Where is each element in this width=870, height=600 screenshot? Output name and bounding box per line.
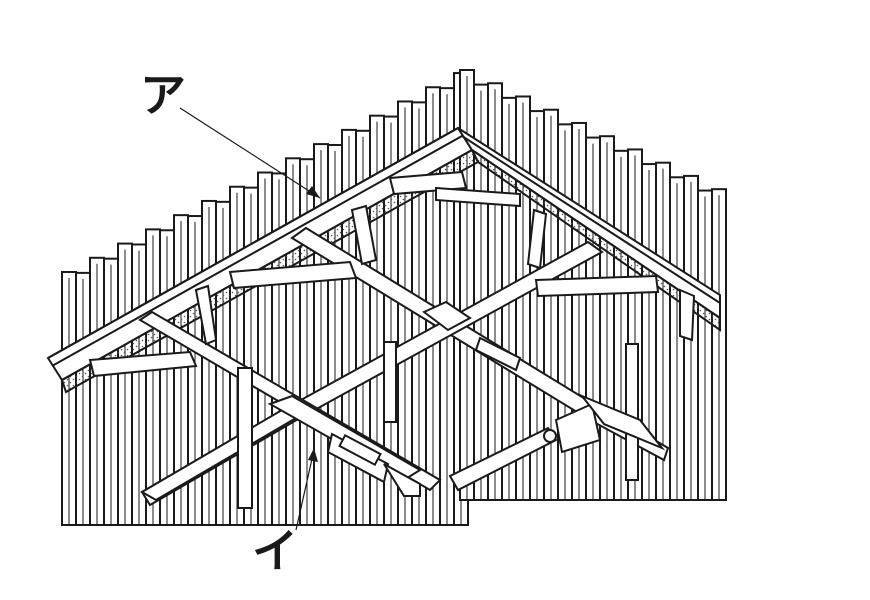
posts (237, 341, 639, 509)
corner-braces (88, 170, 696, 378)
leader-arrow-i (308, 448, 318, 462)
leader-arrow-a (306, 186, 320, 198)
strut-right-lower (448, 393, 666, 492)
leader-line-a (179, 107, 321, 199)
strut-joint-center (422, 300, 522, 372)
label-i: イ (252, 524, 298, 578)
label-a: ア (140, 68, 186, 122)
leader-line-i (295, 449, 315, 531)
strut-with-jack (267, 394, 422, 497)
